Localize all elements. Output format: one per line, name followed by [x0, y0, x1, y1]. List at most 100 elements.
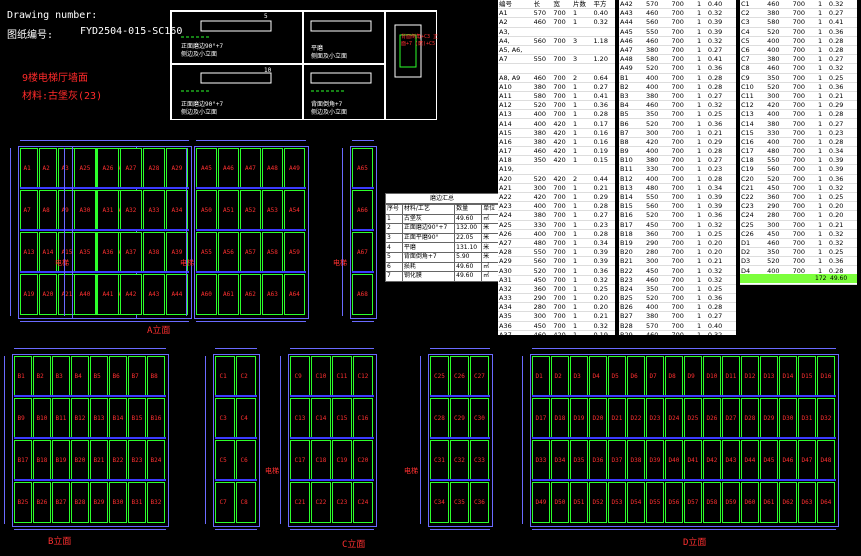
cell: 380 [646, 91, 659, 100]
dimension-line [430, 529, 490, 530]
dimension-line [290, 348, 374, 349]
cell: 1 [697, 156, 702, 165]
cell: 131.10 [454, 242, 483, 253]
cell: 1 [697, 0, 702, 9]
cell: 550 [767, 156, 780, 165]
cell: B3 [620, 91, 629, 100]
cell: 49.60 [454, 261, 483, 273]
stone-panel: A40 [74, 274, 96, 315]
cell: 400 [646, 73, 659, 82]
stone-panel: A34 [166, 190, 188, 231]
stone-panel: B18 [33, 440, 51, 481]
cell: 350 [767, 73, 780, 82]
cell: 700 [792, 238, 806, 247]
cell: 1 [573, 9, 578, 18]
stone-panel: C19 [332, 440, 352, 481]
cell: 49.60 [454, 271, 483, 282]
cell [592, 27, 615, 36]
panel-label: D18 [554, 415, 566, 422]
panel-label: D44 [744, 457, 756, 464]
cell: A31 [499, 275, 512, 284]
cell: A12 [499, 101, 512, 110]
cell: 0.27 [707, 312, 723, 321]
cell: 700 [671, 321, 684, 330]
elevation-frame [12, 354, 169, 527]
cell: 400 [533, 202, 547, 211]
cell [552, 165, 572, 174]
cell: 380 [533, 128, 547, 137]
drawing-number-label: Drawing number: [7, 10, 98, 21]
joint-line [215, 437, 257, 439]
elevation-d-title: D立面 [683, 538, 707, 548]
stone-panel: D36 [589, 440, 607, 481]
cell: 0.32 [707, 266, 723, 275]
cell: B11 [620, 165, 633, 174]
cell: 400 [646, 82, 659, 91]
cell: 1 [573, 275, 578, 284]
stone-panel: D17 [532, 398, 550, 439]
cell: 460 [533, 73, 547, 82]
cell: 1 [573, 229, 578, 238]
panel-label: D38 [630, 457, 642, 464]
cell: 2 [385, 223, 403, 234]
cell: A35 [499, 312, 512, 321]
cell: 0.20 [593, 303, 608, 312]
cell: 0.32 [707, 275, 723, 284]
stone-panel: A46 [218, 148, 239, 189]
elevator-label: 电梯 [55, 259, 69, 267]
stone-panel: A27 [120, 148, 142, 189]
sheet-row: A3, [498, 27, 615, 37]
cell: 0.34 [593, 238, 608, 247]
panel-label: C10 [315, 373, 327, 380]
detail-label-7: 背面倒角+7 [311, 101, 343, 108]
cell: 700 [792, 165, 806, 174]
panel-label: D30 [782, 415, 794, 422]
cell: 1 [697, 183, 702, 192]
cell: 1 [697, 128, 702, 137]
panel-label: A21 [61, 291, 73, 298]
cell: B15 [620, 202, 633, 211]
cell: 700 [792, 46, 806, 55]
summary-header-row: 序号 材料/工艺 数量 单位 [385, 204, 499, 215]
cell: 0.32 [593, 321, 608, 330]
cell: 700 [553, 220, 566, 229]
dimension-line [205, 356, 206, 524]
stone-panel: B1 [14, 356, 32, 397]
stone-panel: D16 [817, 356, 835, 397]
cell: 700 [792, 193, 806, 202]
panel-label: B32 [150, 499, 162, 506]
panel-label: D1 [535, 373, 543, 380]
stone-panel: D35 [570, 440, 588, 481]
stone-panel: A45 [196, 148, 217, 189]
cell: 0.27 [828, 55, 844, 64]
cell: 360 [646, 229, 659, 238]
cell: A42 [620, 0, 633, 9]
panel-label: D50 [554, 499, 566, 506]
cell: C21 [741, 183, 754, 192]
panel-label: B31 [131, 499, 143, 506]
cell: 700 [792, 91, 806, 100]
cell: 350 [646, 284, 659, 293]
panel-label: C25 [434, 373, 445, 380]
panel-label: D29 [763, 415, 775, 422]
detail-label-5: 正面磨边90°+7 [181, 101, 224, 108]
joint-line [196, 229, 306, 231]
dimension-line [4, 356, 5, 524]
cell: 1 [818, 174, 823, 183]
stone-panel: B27 [52, 482, 70, 523]
dimension-line [352, 321, 374, 322]
stone-panel: B17 [14, 440, 32, 481]
cell: 0.15 [593, 156, 608, 165]
stone-panel: B12 [71, 398, 89, 439]
panel-label: D47 [801, 457, 813, 464]
